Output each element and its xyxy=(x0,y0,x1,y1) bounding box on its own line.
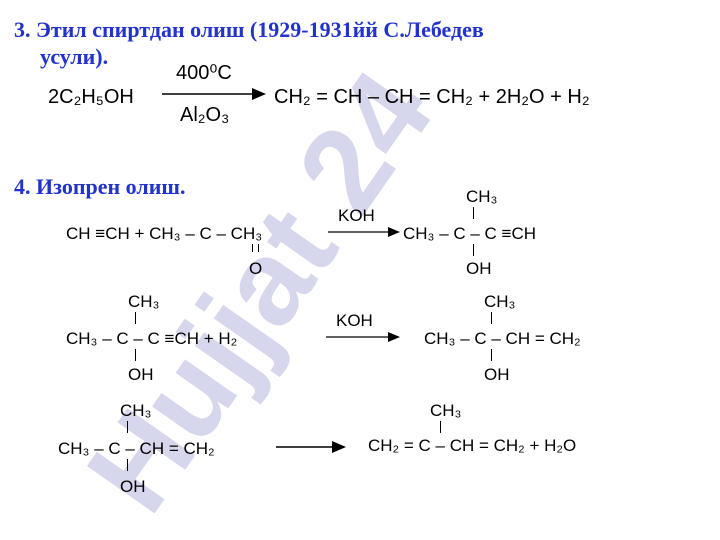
s3-condition-top: 400⁰C xyxy=(176,62,232,84)
r2-left-bond-down xyxy=(135,349,136,361)
r2-right: CH₃ – C – CH = CH₂ xyxy=(424,329,581,348)
r3-left-bond-down xyxy=(127,459,128,471)
r2-right-bond-down xyxy=(491,349,492,361)
r2-right-top: CH₃ xyxy=(484,292,516,311)
section-3-heading-line1: 3. Этил спиртдан олиш (1929-1931йй С.Леб… xyxy=(14,17,484,42)
r2-left-top: CH₃ xyxy=(128,292,160,311)
s3-reactant: 2C₂H₅OH xyxy=(48,86,134,108)
s3-arrow xyxy=(162,88,266,100)
r3-left: CH₃ – C – CH = CH₂ xyxy=(58,439,215,458)
r1-catalyst: KOH xyxy=(338,206,375,225)
section-3-heading: 3. Этил спиртдан олиш (1929-1931йй С.Леб… xyxy=(14,16,484,70)
s3-condition-bottom: Al₂O₃ xyxy=(180,104,230,126)
r2-arrow xyxy=(326,332,400,342)
r2-left-below: OH xyxy=(128,365,154,384)
r2-catalyst: KOH xyxy=(336,311,373,330)
r3-right: CH₂ = C – CH = CH₂ + H₂O xyxy=(368,436,577,455)
r3-right-bond-up xyxy=(440,421,441,433)
r1-arrow xyxy=(328,227,400,237)
r1-double-bond xyxy=(252,244,259,252)
r3-left-below: OH xyxy=(120,477,146,496)
section-4-heading: 4. Изопрен олиш. xyxy=(14,174,186,199)
r1-right: CH₃ – C – C ≡CH xyxy=(403,224,537,243)
r1-right-top: CH₃ xyxy=(466,187,498,206)
r1-left: CH ≡CH + CH₃ – C – CH₃ xyxy=(66,224,263,243)
r1-bond-up xyxy=(473,207,474,219)
r3-left-top: CH₃ xyxy=(120,401,152,420)
r2-right-bond-up xyxy=(491,312,492,324)
s3-product: CH₂ = CH – CH = CH₂ + 2H₂O + H₂ xyxy=(274,86,590,108)
r3-left-bond-up xyxy=(127,421,128,433)
r2-right-below: OH xyxy=(484,365,510,384)
watermark-text: Hujjat 24 xyxy=(62,48,459,535)
r3-right-top: CH₃ xyxy=(430,401,462,420)
r1-right-below: OH xyxy=(466,259,492,278)
r1-bond-down xyxy=(473,244,474,256)
r3-arrow xyxy=(276,441,346,453)
r1-left-below: O xyxy=(249,259,263,278)
r2-left-bond-up xyxy=(135,312,136,324)
r2-left: CH₃ – C – C ≡CH + H₂ xyxy=(66,329,238,348)
section-3-heading-line2: усули). xyxy=(40,44,109,69)
